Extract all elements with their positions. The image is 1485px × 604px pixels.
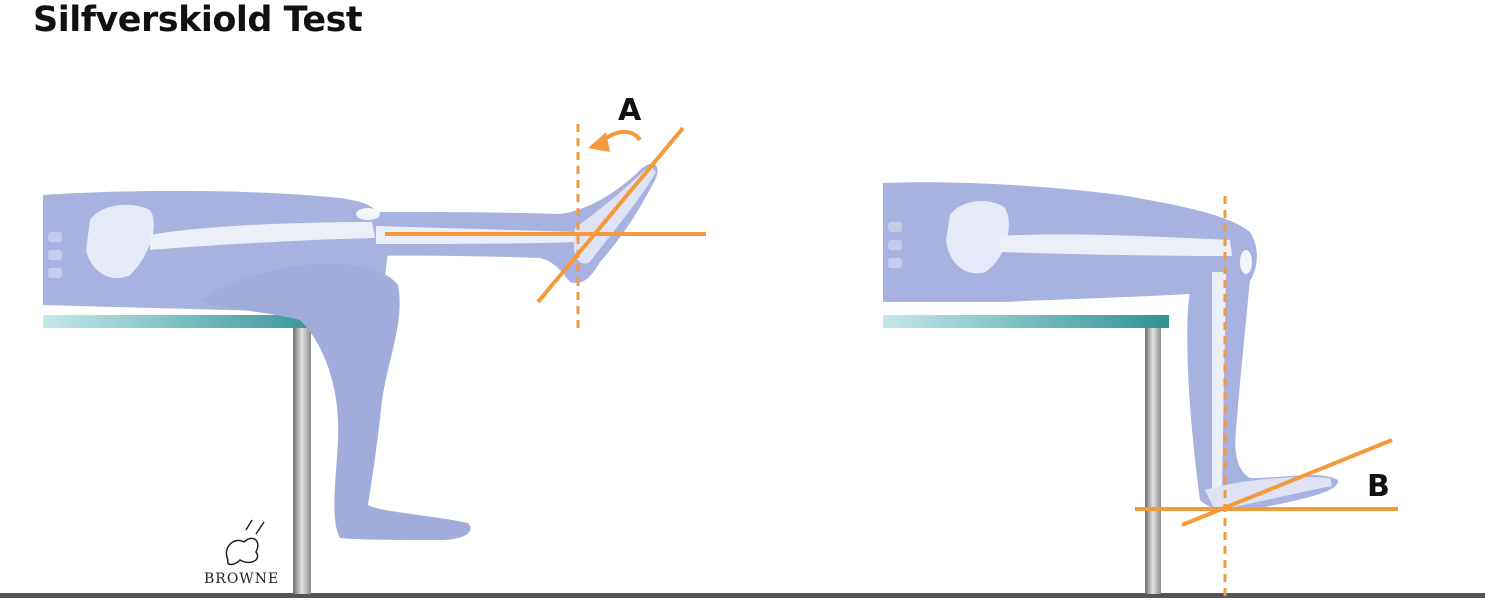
spine-b (888, 222, 902, 268)
label-a: A (618, 93, 642, 128)
curved-arrow-icon (600, 130, 642, 144)
patella-a (356, 208, 380, 220)
foot-bones-a (573, 165, 656, 264)
page-title: Silfverskiold Test (33, 0, 363, 40)
pelvis-bone-a (86, 204, 154, 279)
foot-axis-line-b (1181, 438, 1393, 527)
table-b-leg (1145, 326, 1161, 594)
floor-line (0, 593, 1485, 598)
table-a-top (43, 315, 329, 328)
tibia-b (1212, 272, 1226, 490)
pelvis-bone-b (946, 200, 1009, 274)
signature-text: BROWNE (204, 571, 279, 587)
extended-leg-a (150, 163, 658, 284)
spine-a (48, 232, 62, 278)
panel-b: B (883, 182, 1398, 596)
signature-mark-icon (225, 519, 265, 566)
femur-b (1000, 234, 1232, 256)
table-b-top (883, 315, 1169, 328)
signature-logo: BROWNE (204, 519, 279, 587)
arrow-head-icon (588, 132, 610, 152)
label-b: B (1367, 469, 1390, 504)
shank-b (1187, 264, 1339, 511)
femur-a (150, 222, 375, 250)
patella-b (1240, 250, 1252, 274)
hanging-leg-a (200, 263, 471, 540)
foot-axis-line-a (536, 126, 685, 304)
table-a-leg (293, 326, 311, 594)
panel-a: A (43, 93, 706, 594)
